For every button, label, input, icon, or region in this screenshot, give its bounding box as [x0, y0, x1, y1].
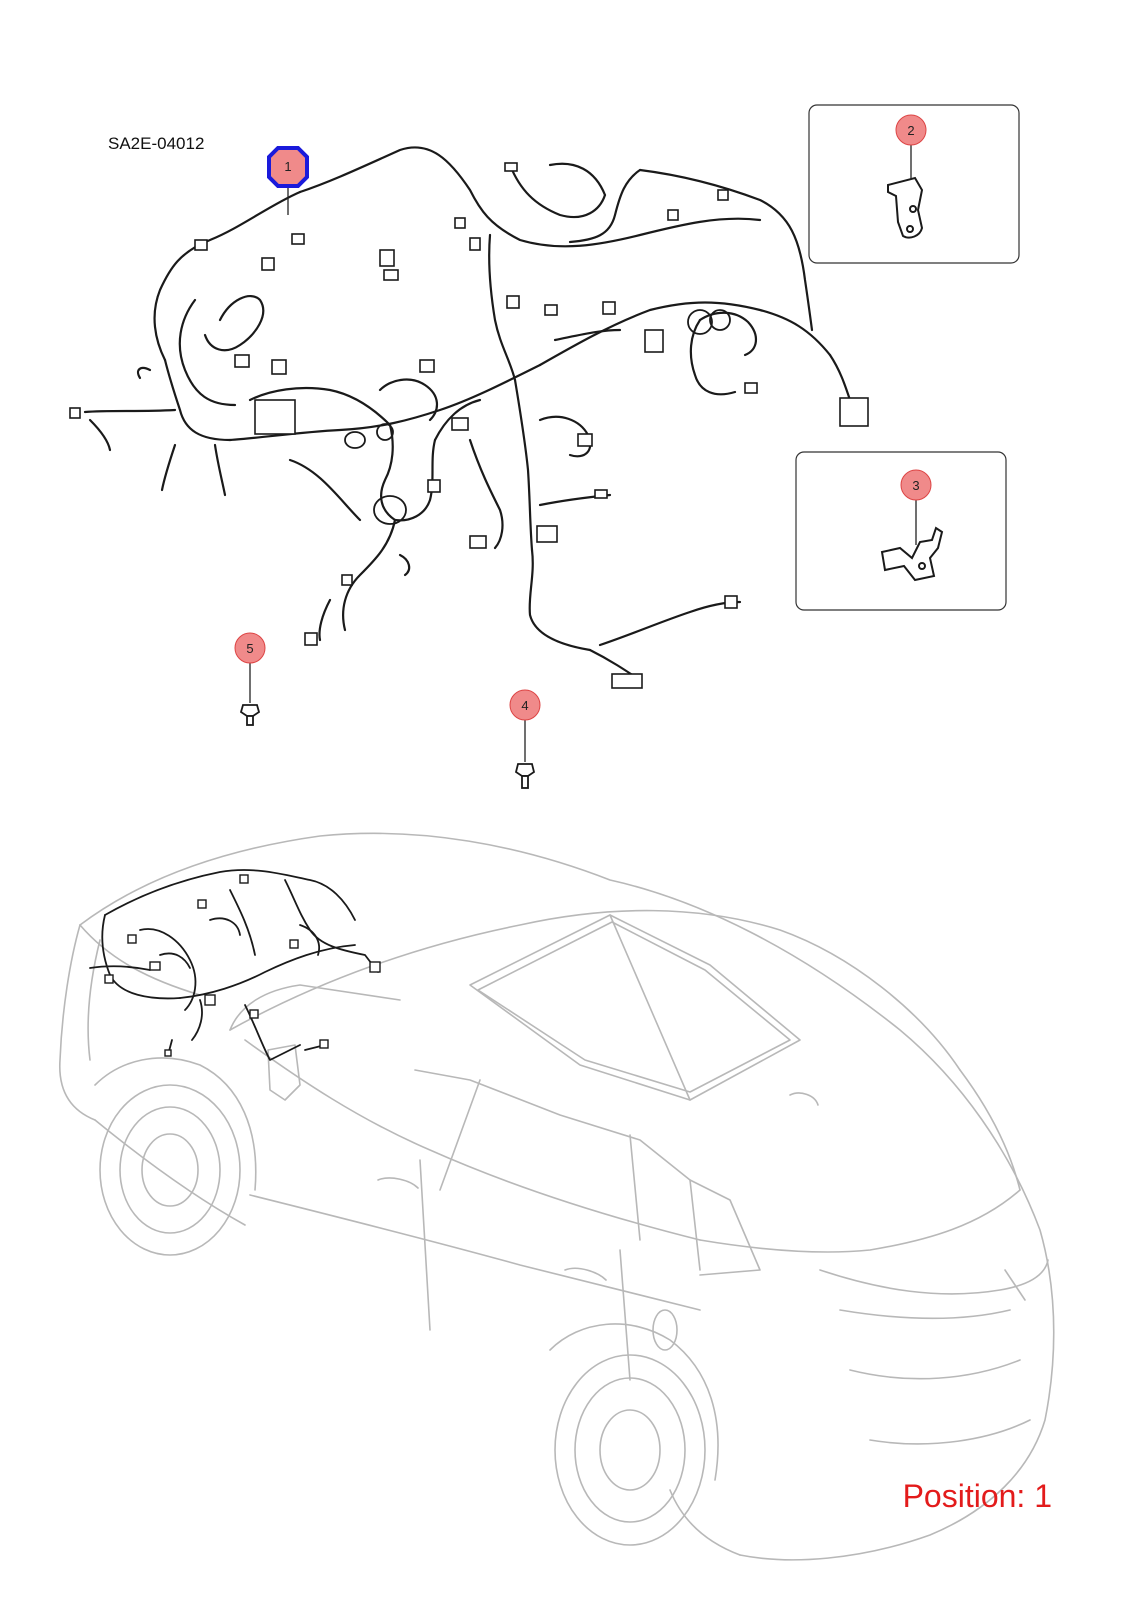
bracket-3-illustration — [880, 526, 944, 582]
callout-2-label: 2 — [907, 123, 914, 138]
wiring-harness-illustration — [83, 146, 852, 682]
callout-1-selected-ring — [267, 146, 309, 188]
vehicle-harness-connectors — [104, 874, 381, 1057]
callout-1[interactable]: 1 — [267, 146, 309, 215]
callout-5[interactable]: 5 — [234, 632, 266, 703]
callout-4-label: 4 — [521, 698, 528, 713]
callout-5-label: 5 — [246, 641, 253, 656]
callout-4[interactable]: 4 — [509, 689, 541, 762]
detail-box-3: 3 — [795, 451, 1007, 611]
vehicle-harness-location — [89, 869, 379, 1061]
bolt-4-illustration — [514, 763, 536, 789]
callout-3[interactable]: 3 — [900, 469, 932, 545]
bracket-2-illustration — [887, 176, 924, 239]
harness-connectors — [69, 162, 869, 689]
detail-box-2: 2 — [808, 104, 1020, 264]
callout-3-label: 3 — [912, 478, 919, 493]
callout-1-label: 1 — [284, 159, 291, 174]
diagram-code: SA2E-04012 — [108, 134, 205, 153]
bolt-5-illustration — [239, 704, 261, 726]
vehicle-outline — [59, 832, 1055, 1561]
harness-grommets — [344, 309, 731, 525]
position-indicator: Position: 1 — [902, 1478, 1052, 1514]
callout-2[interactable]: 2 — [895, 114, 927, 180]
